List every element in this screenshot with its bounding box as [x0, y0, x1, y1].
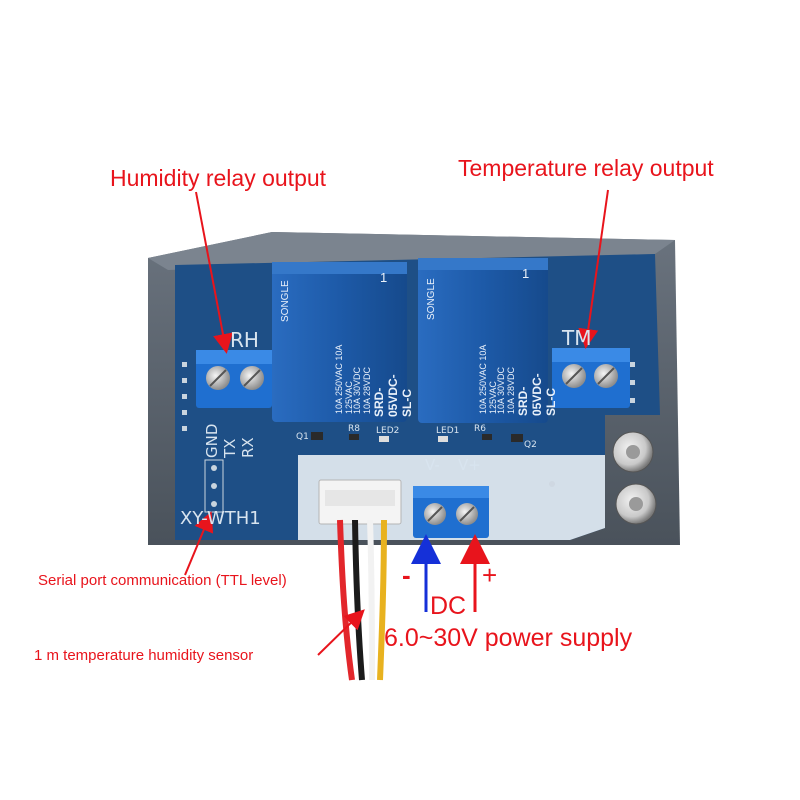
- relay-model: SRD-05VDC-SL-C: [372, 374, 414, 417]
- dc-label: DC: [430, 592, 467, 620]
- relay-brand: SONGLE: [426, 278, 437, 320]
- power-supply-label: 6.0~30V power supply: [384, 624, 633, 652]
- terminal-tm: [552, 348, 630, 408]
- dc-minus-label: -: [402, 560, 411, 590]
- relay-pin-1: 1: [380, 270, 388, 285]
- smd-parts: [311, 432, 523, 442]
- terminal-power: [413, 486, 489, 538]
- relay-body: [418, 258, 548, 423]
- relay-rating-1: 10A 250VAC 10A 125VAC: [478, 345, 498, 414]
- sensor-label: 1 m temperature humidity sensor: [34, 647, 254, 664]
- right-edge-pads: [630, 362, 635, 403]
- sensor-arrow: [317, 609, 365, 656]
- serial-header: [204, 459, 224, 513]
- edge-pads: [182, 362, 187, 431]
- serial-arrow: [184, 511, 214, 576]
- serial-port-label: Serial port communication (TTL level): [38, 572, 287, 589]
- silk-pin-rx: RX: [239, 437, 257, 458]
- relay-rating-2: 10A 30VDC 10A 28VDC: [496, 366, 516, 414]
- sensor-connector: [318, 479, 402, 681]
- relay-brand: SONGLE: [280, 280, 291, 322]
- humidity-relay-label: Humidity relay output: [110, 165, 327, 191]
- temperature-arrow: [578, 189, 609, 349]
- wire-red: [337, 519, 355, 681]
- relay-humidity-print: 1 SONGLE 10A 250VAC 10A 125VAC 10A 30VDC…: [272, 262, 414, 422]
- silk-pin-tx: TX: [221, 438, 239, 458]
- silk-pin-gnd: GND: [203, 423, 221, 458]
- humidity-arrow: [195, 191, 233, 354]
- silk-r6: R6: [474, 424, 486, 434]
- relay-rating-1: 10A 250VAC 10A 125VAC: [334, 345, 354, 414]
- terminal-rh: [196, 350, 272, 408]
- relay-model: SRD-05VDC-SL-C: [516, 373, 558, 416]
- mount-hole: [549, 481, 555, 487]
- relay-rating-2: 10A 30VDC 10A 28VDC: [352, 366, 372, 414]
- wire-white: [367, 519, 375, 681]
- wire-black: [352, 519, 365, 681]
- case-rim: [148, 232, 675, 270]
- silk-led1: LED1: [436, 426, 460, 436]
- temperature-relay-label: Temperature relay output: [458, 155, 714, 181]
- relay-pin-1: 1: [522, 266, 530, 281]
- relay-temperature-print: 1 SONGLE 10A 250VAC 10A 125VAC 10A 30VDC…: [418, 258, 558, 423]
- silk-led2: LED2: [376, 426, 400, 436]
- silk-r8: R8: [348, 424, 360, 434]
- silk-rh: RH: [230, 328, 259, 352]
- silk-tm: TM: [562, 326, 592, 350]
- relay-humidity: [272, 262, 407, 422]
- wire-yellow: [377, 519, 387, 681]
- silk-q1: Q1: [296, 432, 309, 442]
- silk-v-minus: V-: [425, 456, 440, 474]
- relay-body: [272, 262, 407, 422]
- relay-temperature: [418, 258, 548, 423]
- silk-q2: Q2: [524, 440, 537, 450]
- silk-model: XY-WTH1: [180, 508, 261, 529]
- capacitors: [612, 431, 657, 525]
- silk-v-plus: V+: [458, 456, 481, 474]
- dc-plus-label: +: [482, 560, 498, 590]
